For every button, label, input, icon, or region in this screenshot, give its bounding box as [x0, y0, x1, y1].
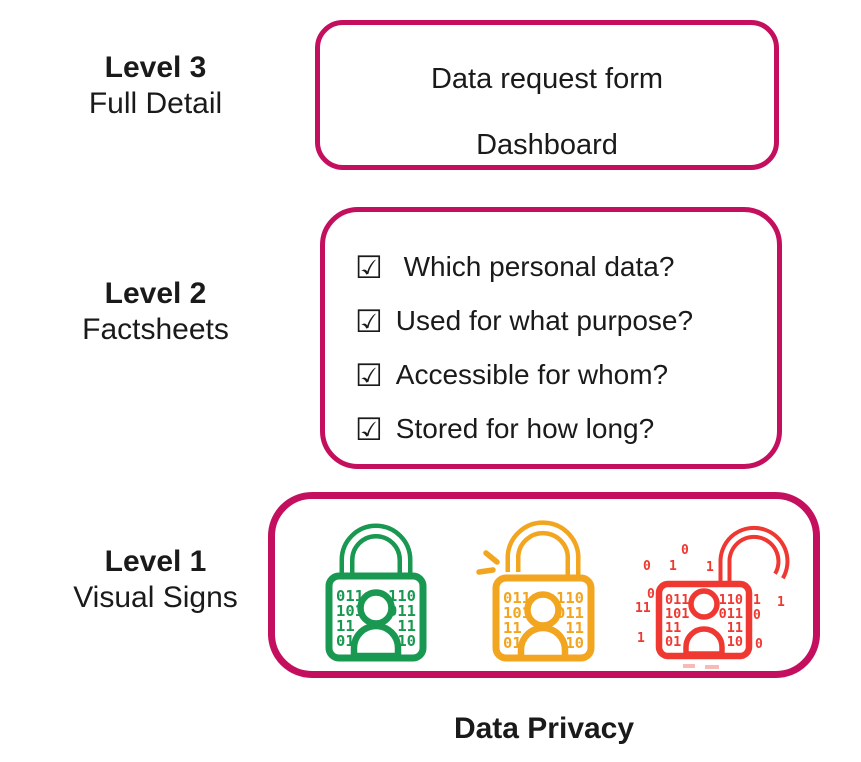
checklist-item: ☑ Stored for how long?	[355, 410, 777, 448]
leaked-bit: 1	[637, 631, 645, 646]
binary-digits: 011	[556, 604, 584, 622]
binary-digits: 11	[503, 619, 522, 637]
breached-padlock-icon: 011 101 11 01 110 011 11 10 0 1 0 1 0 11…	[635, 525, 790, 669]
checked-checkbox-icon: ☑	[355, 411, 383, 447]
binary-digits: 110	[556, 589, 584, 607]
level1-subtitle: Visual Signs	[73, 581, 238, 614]
binary-digits: 10	[565, 634, 584, 652]
binary-digits: 11	[397, 617, 416, 635]
checklist-item: ☑ Used for what purpose?	[355, 302, 777, 340]
leaked-bit: 1	[669, 559, 677, 574]
binary-digits: 01	[665, 634, 681, 650]
leaked-bit: 0	[643, 559, 651, 574]
binary-digits: 011	[719, 606, 743, 622]
level2-box: ☑ Which personal data? ☑ Used for what p…	[320, 207, 782, 469]
binary-digits: 101	[503, 604, 531, 622]
binary-digits: 110	[719, 592, 743, 608]
checklist-item-label: Which personal data?	[395, 251, 675, 282]
leaked-bit: 1	[777, 595, 785, 610]
leaked-bit: 1	[753, 593, 761, 608]
level2-label: Level 2 Factsheets	[28, 276, 283, 348]
motion-dashes	[476, 550, 500, 575]
binary-digits: 011	[336, 587, 364, 605]
diagram-caption: Data Privacy	[453, 712, 635, 745]
level3-line-dashboard: Dashboard	[476, 129, 618, 161]
checked-checkbox-icon: ☑	[355, 303, 383, 339]
leaked-bit: 0	[753, 608, 761, 623]
binary-digits: 10	[397, 632, 416, 650]
person-icon	[350, 589, 402, 660]
leaked-bit: 0	[681, 543, 689, 558]
binary-digits: 11	[727, 620, 743, 636]
binary-digits: 01	[503, 634, 522, 652]
level3-line-data-request-form: Data request form	[430, 63, 664, 95]
binary-digits: 011	[503, 589, 531, 607]
level2-title: Level 2	[104, 277, 207, 310]
checked-checkbox-icon: ☑	[355, 357, 383, 393]
leaking-bits: 0 1 0 1 0 11 1 1 1 0 0	[635, 543, 785, 652]
binary-digits: 011	[388, 602, 416, 620]
checked-checkbox-icon: ☑	[355, 249, 383, 285]
leaked-bit: 1	[706, 560, 714, 575]
checklist-item-label: Stored for how long?	[395, 413, 655, 444]
person-icon	[517, 591, 569, 662]
leaked-bit: 0	[755, 637, 763, 652]
level1-box: 011 101 11 01 110 011 11 10 011 101	[268, 492, 820, 678]
checklist-item: ☑ Accessible for whom?	[355, 356, 777, 394]
binary-digits: 01	[336, 632, 355, 650]
person-icon	[683, 588, 725, 657]
level3-title: Level 3	[104, 51, 207, 84]
binary-digits: 11	[336, 617, 355, 635]
checklist-item-label: Accessible for whom?	[395, 359, 669, 390]
binary-digits: 11	[665, 620, 681, 636]
level1-label: Level 1 Visual Signs	[28, 544, 283, 616]
binary-digits: 101	[336, 602, 364, 620]
checklist-item: ☑ Which personal data?	[355, 248, 777, 286]
binary-digits: 011	[665, 592, 689, 608]
locked-padlock-icon: 011 101 11 01 110 011 11 10	[325, 523, 427, 662]
level1-title: Level 1	[104, 545, 207, 578]
level3-label: Level 3 Full Detail	[28, 50, 283, 122]
level3-box: Data request form Dashboard	[315, 20, 779, 170]
faded-bits-dashes	[683, 664, 719, 669]
binary-digits: 110	[388, 587, 416, 605]
leaked-bit: 0	[647, 587, 655, 602]
level2-subtitle: Factsheets	[82, 313, 229, 346]
level3-subtitle: Full Detail	[88, 87, 223, 120]
binary-digits: 11	[565, 619, 584, 637]
binary-digits: 10	[727, 634, 743, 650]
binary-digits: 101	[665, 606, 689, 622]
checklist-item-label: Used for what purpose?	[395, 305, 694, 336]
leaked-bit: 11	[635, 601, 651, 616]
unlocked-padlock-icon: 011 101 11 01 110 011 11 10	[476, 520, 595, 662]
